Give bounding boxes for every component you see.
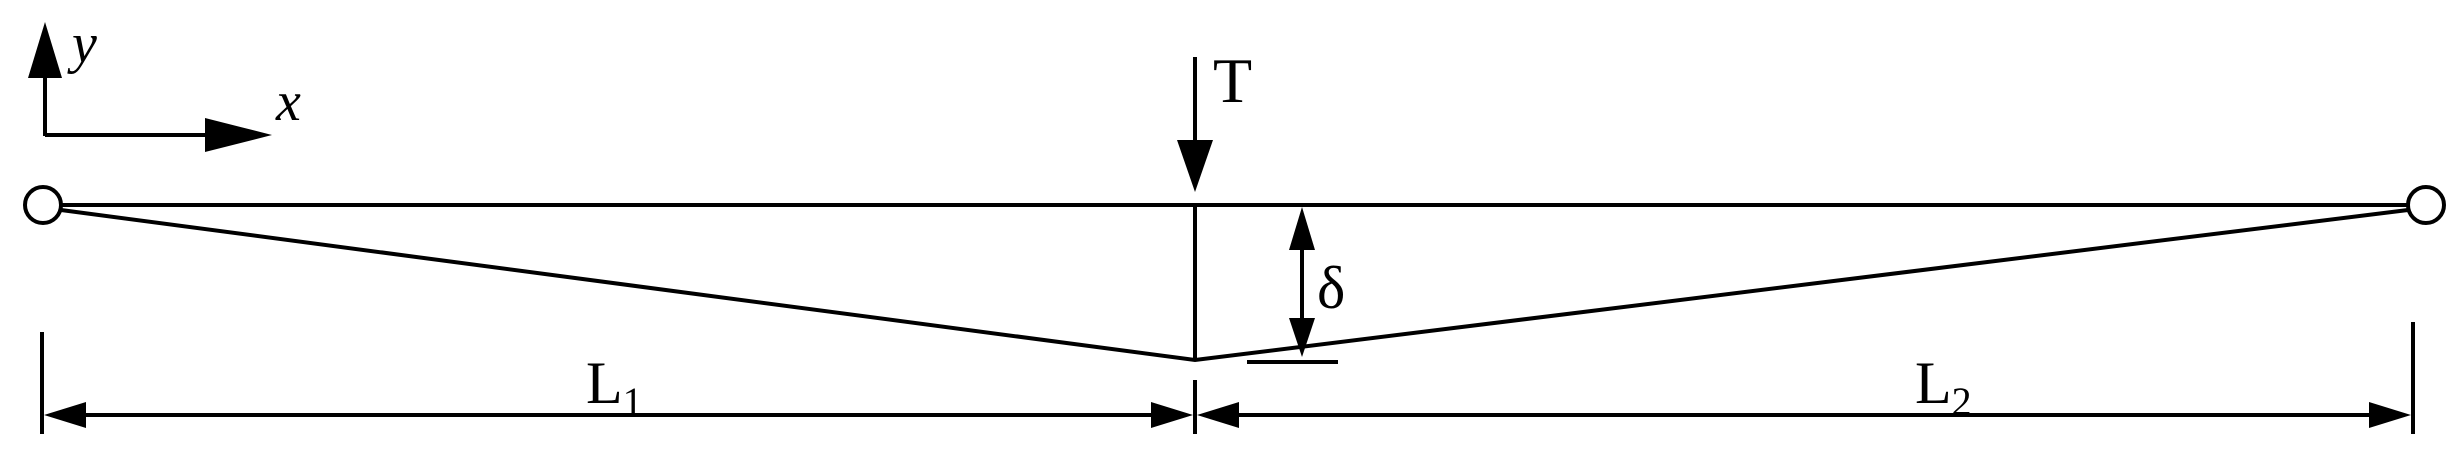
deflection-arrowhead-up <box>1289 207 1315 250</box>
load-label: T <box>1213 45 1252 116</box>
coordinate-axes: y x <box>28 13 301 152</box>
deflection-label: δ <box>1317 255 1345 321</box>
span-l2-arrowhead-right <box>2369 402 2411 428</box>
load-arrowhead <box>1177 140 1213 192</box>
right-pin-support <box>2406 185 2446 225</box>
span-l1-main: L <box>586 350 623 416</box>
deflection-dimension: δ <box>1247 207 1345 364</box>
span-l2-arrowhead-left <box>1197 402 1239 428</box>
span-l2-subscript: 2 <box>1952 379 1972 424</box>
span-l1-arrowhead-left <box>44 402 86 428</box>
deformed-beam <box>60 208 2409 363</box>
y-axis-arrowhead <box>28 22 62 78</box>
span-dimensions: L1 L2 <box>40 322 2415 434</box>
span-l1-subscript: 1 <box>623 379 643 424</box>
x-axis-arrowhead <box>205 118 272 152</box>
span-l2-main: L <box>1915 350 1952 416</box>
x-axis-label: x <box>275 71 301 133</box>
deflection-arrowhead-down <box>1289 318 1315 357</box>
applied-load: T <box>1177 45 1252 192</box>
y-axis-label: y <box>67 13 97 75</box>
span-l2-label: L2 <box>1915 350 1972 424</box>
span-l1-label: L1 <box>586 350 643 424</box>
span-l1-arrowhead-right <box>1151 402 1193 428</box>
left-pin-support <box>23 185 63 225</box>
